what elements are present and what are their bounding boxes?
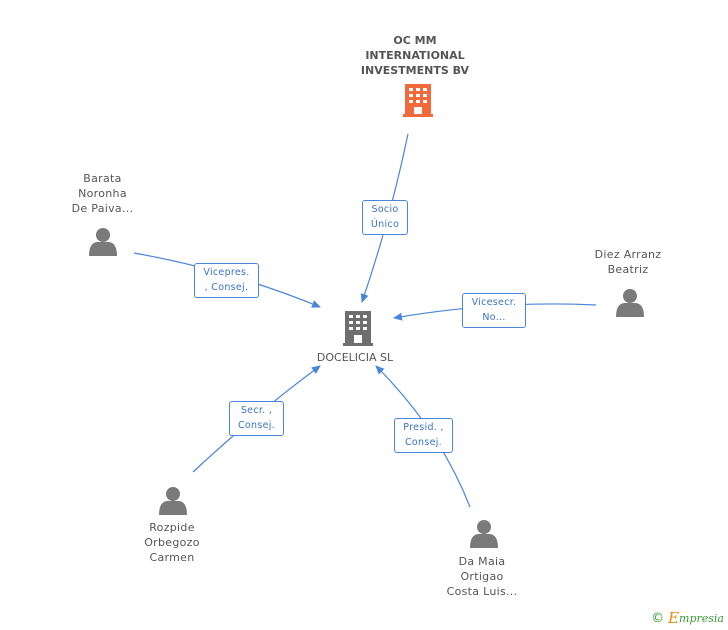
person-label-1[interactable]: Barata Noronha De Paiva... [71,172,134,215]
person-icon [159,487,187,515]
relation-label-3[interactable]: Secr. , Consej. [229,401,284,436]
center-company-label[interactable]: DOCELICIA SL [316,351,394,364]
empresia-brand[interactable]: © E mpresia [651,609,724,627]
relation-label-parent[interactable]: Socio Único [362,200,408,235]
relation-label-2[interactable]: Vicesecr. No... [462,293,526,328]
building-icon [343,311,373,346]
person-label-4[interactable]: Da Maia Ortigao Costa Luis... [446,555,518,598]
person-icon [616,289,644,317]
person-label-2[interactable]: Diez Arranz Beatriz [594,248,662,276]
person-icon [89,228,117,256]
person-label-3[interactable]: Rozpide Orbegozo Carmen [144,521,200,564]
parent-company-label[interactable]: OC MM INTERNATIONAL INVESTMENTS BV [360,34,470,77]
brand-name: mpresia [679,611,724,625]
building-icon [403,84,433,117]
relation-label-4[interactable]: Presid. , Consej. [394,418,453,453]
relation-label-1[interactable]: Vicepres. , Consej. [194,263,259,298]
person-icon [470,520,498,548]
copyright-icon: © [651,610,665,626]
brand-initial: E [668,609,680,627]
